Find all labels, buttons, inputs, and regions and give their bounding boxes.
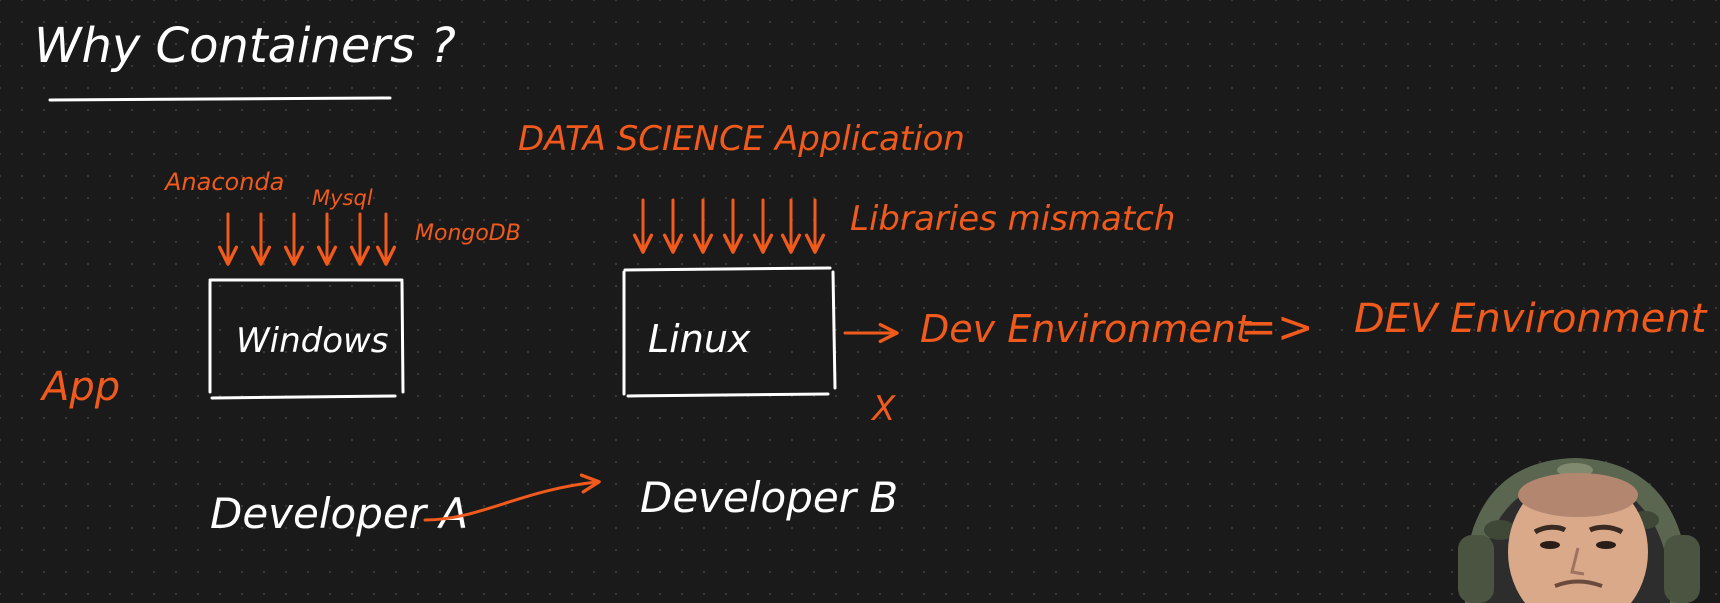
linux-dependency-arrows (632, 198, 826, 254)
developer-b-label: Developer B (640, 473, 898, 522)
linux-label: Linux (648, 317, 751, 361)
dev-environment-label: Dev Environment (920, 307, 1253, 351)
data-science-application-label: DATA SCIENCE Application (518, 119, 965, 159)
cross-mark-icon: X (870, 389, 896, 429)
windows-label: Windows (236, 321, 389, 361)
presenter-webcam (1430, 440, 1720, 603)
page-title: Why Containers ? (34, 18, 456, 74)
libraries-mismatch-label: Libraries mismatch (850, 199, 1175, 239)
developer-a-label: Developer A (210, 489, 468, 538)
dev-environment-2-label: DEV Environment (1354, 296, 1708, 342)
presenter-avatar-icon (1458, 458, 1700, 603)
anaconda-label: Anaconda (163, 168, 284, 196)
mysql-label: Mysql (312, 186, 373, 210)
handoff-arrow-icon (423, 473, 601, 522)
linux-box (622, 266, 837, 398)
title-underline (48, 96, 392, 102)
implies-arrow-icon: => (1240, 302, 1314, 353)
app-label: App (39, 364, 120, 410)
mongodb-label: MongoDB (415, 221, 521, 246)
windows-dependency-arrows (217, 212, 397, 266)
windows-box (208, 278, 405, 400)
